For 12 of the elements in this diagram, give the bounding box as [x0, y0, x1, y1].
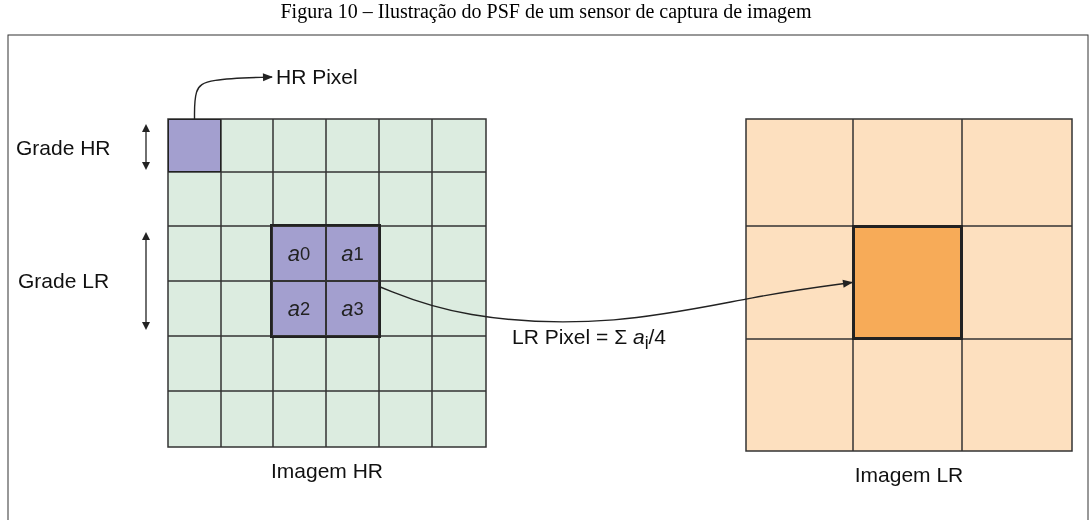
arrow [193, 73, 273, 120]
image-caption: Imagem LR [853, 463, 965, 487]
pixel-cell [168, 119, 221, 172]
text-label: HR Pixel [276, 63, 382, 91]
pixel-cell [852, 225, 963, 340]
text-label: Grade LR [18, 267, 136, 295]
text-label: Grade HR [16, 134, 138, 162]
edge-label: LR Pixel = Σ a$_{i}$/4 [512, 324, 667, 354]
pixel-block [272, 226, 379, 336]
figure-title: Figura 10 – Ilustração do PSF de um sensor de captura de imagem [279, 0, 813, 23]
arrow [378, 279, 853, 323]
image-caption: Imagem HR [270, 459, 384, 483]
